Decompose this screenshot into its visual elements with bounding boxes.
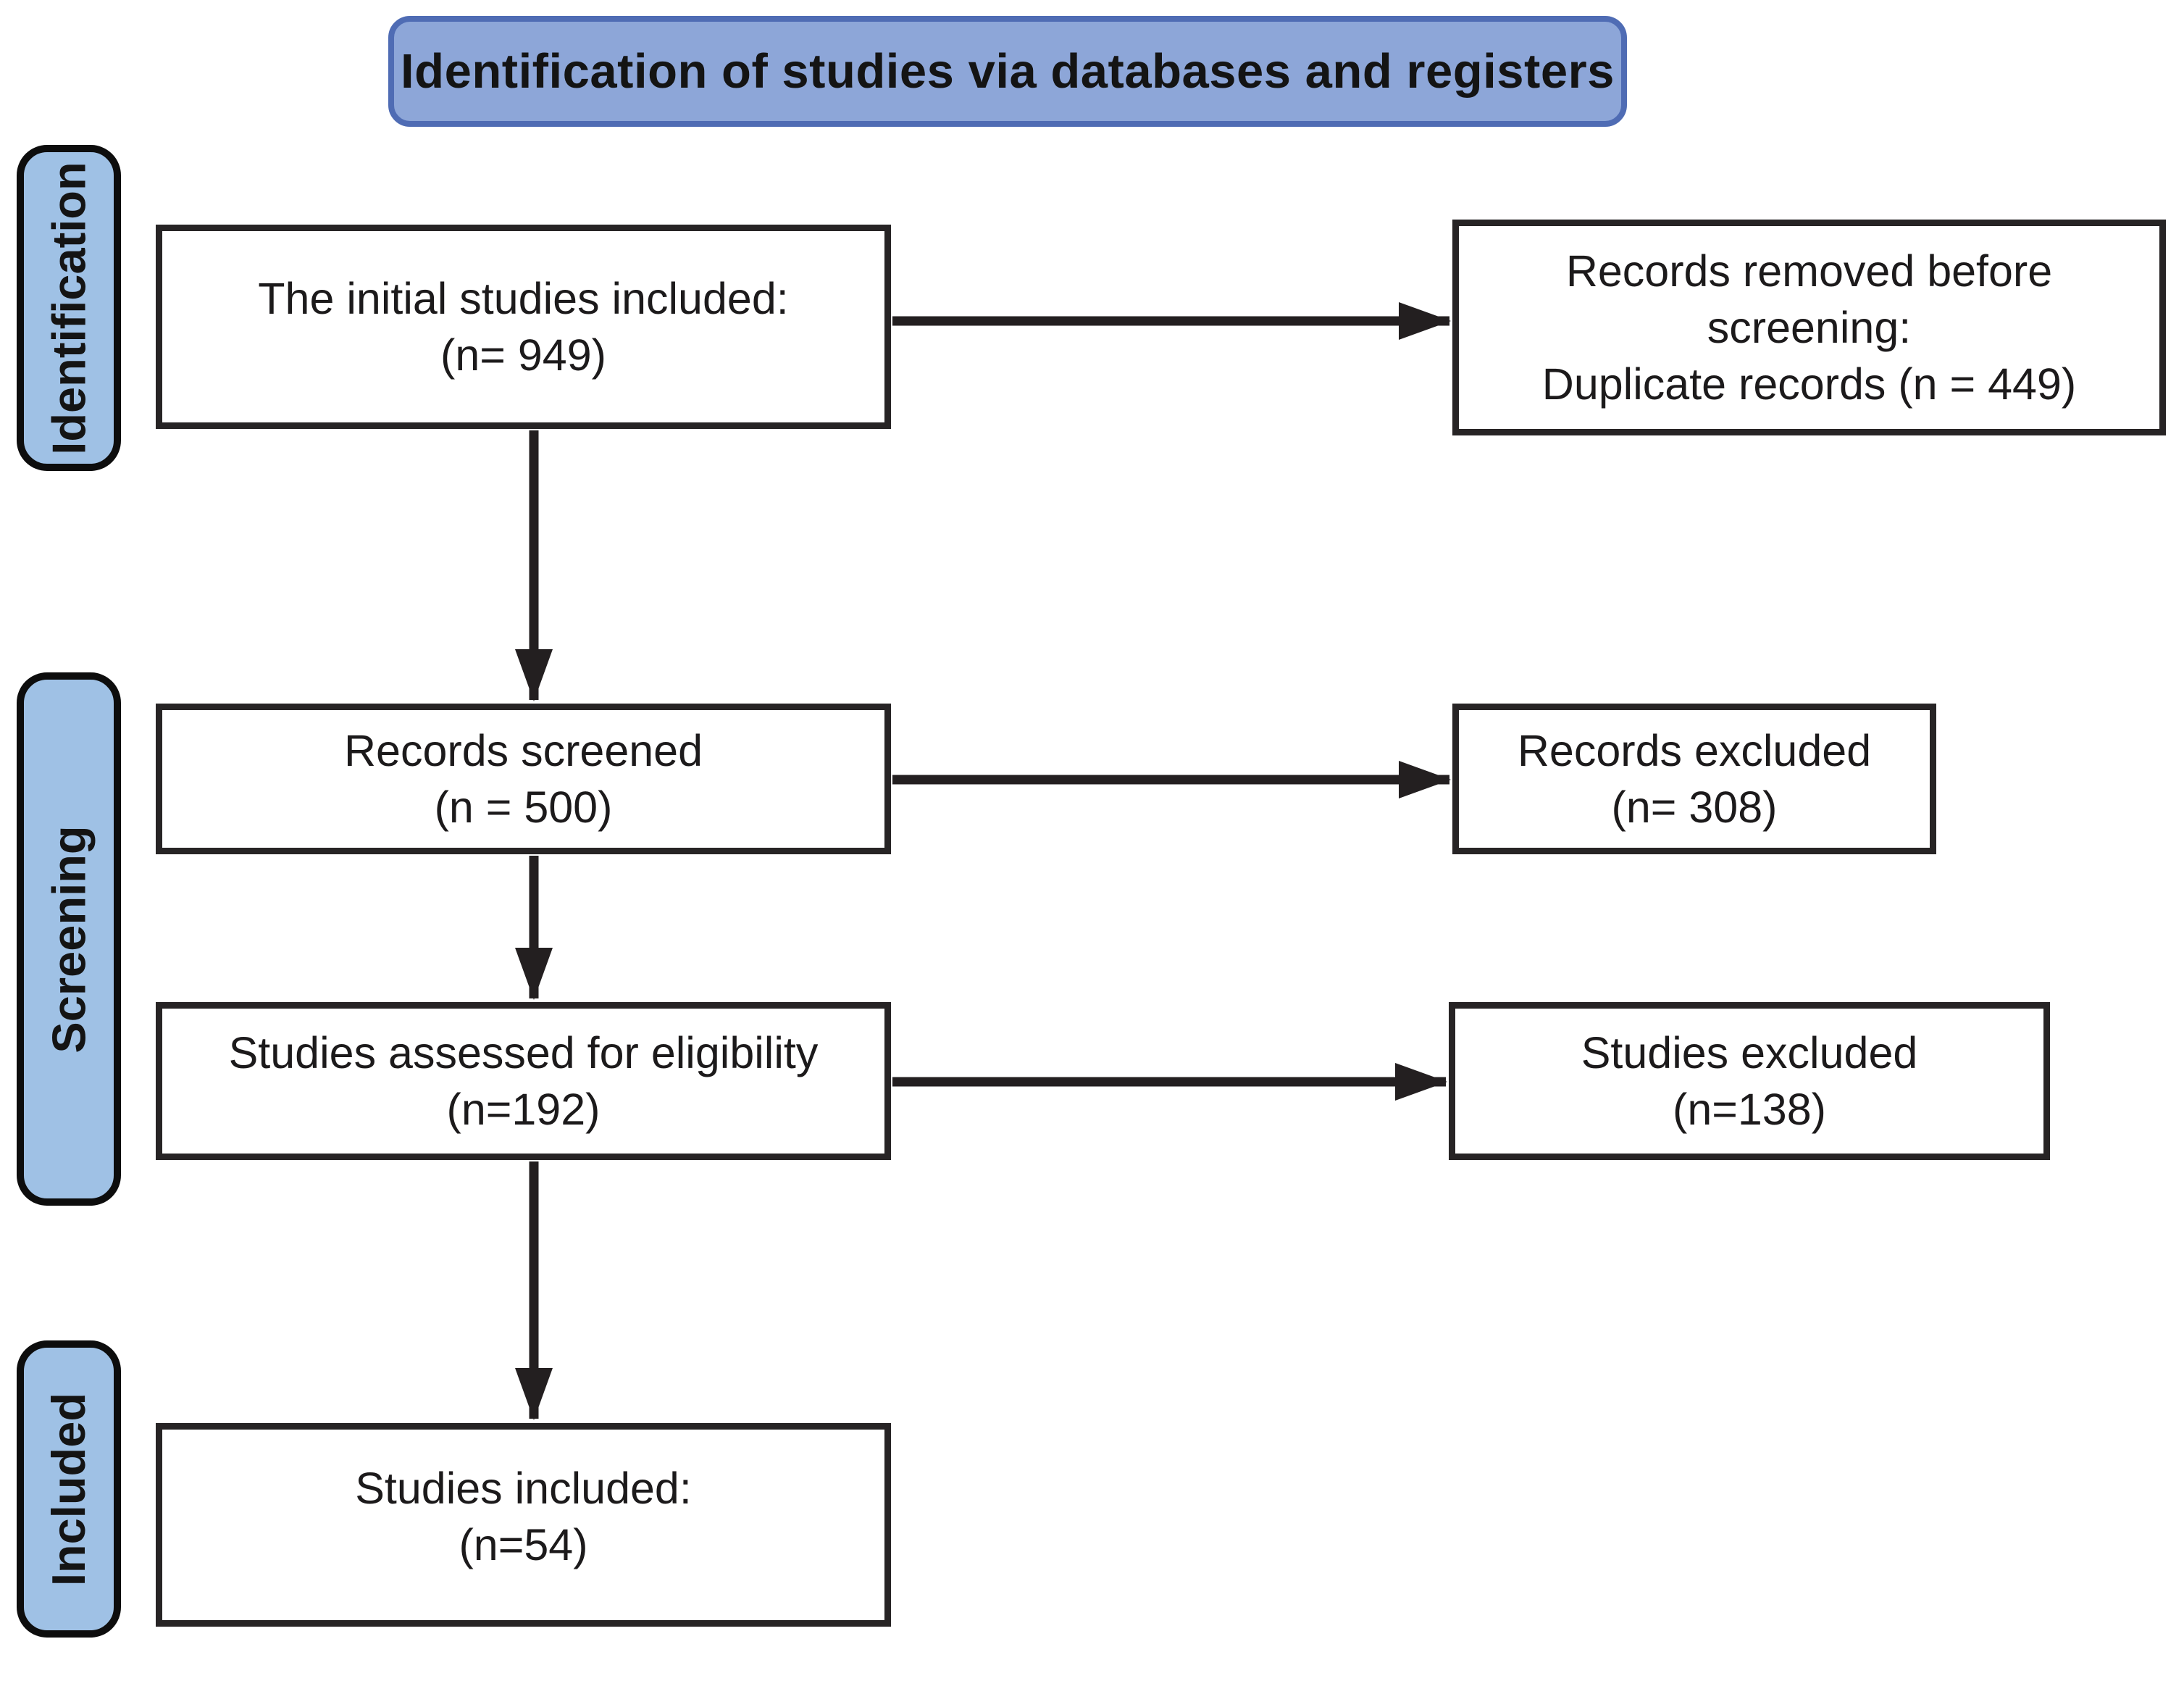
stage-label: Screening [42,825,96,1054]
box-studies-assessed: Studies assessed for eligibility (n=192) [156,1002,891,1160]
box-records-removed: Records removed before screening: Duplic… [1452,220,2166,435]
box-text-line: Studies excluded [1581,1027,1918,1077]
stage-label: Included [42,1392,96,1586]
stage-tab-included: Included [17,1340,121,1638]
box-text-line: Studies included: [355,1464,692,1513]
box-text-line: Records excluded [1517,725,1872,775]
box-studies-excluded: Studies excluded (n=138) [1449,1002,2050,1160]
diagram-title: Identification of studies via databases … [401,44,1615,99]
box-count: (n=138) [1673,1085,1826,1134]
diagram-title-banner: Identification of studies via databases … [388,16,1627,127]
stage-tab-screening: Screening [17,672,121,1206]
box-count: Duplicate records (n = 449) [1541,359,2077,409]
box-initial-studies: The initial studies included: (n= 949) [156,225,891,429]
box-text-line: The initial studies included: [258,273,789,323]
box-records-excluded: Records excluded (n= 308) [1452,704,1936,854]
box-count: (n=192) [446,1085,601,1134]
box-count: (n= 949) [440,330,606,380]
box-count: (n = 500) [434,783,613,832]
box-records-screened: Records screened (n = 500) [156,704,891,854]
stage-label: Identification [42,161,96,455]
box-studies-included: Studies included: (n=54) [156,1423,891,1627]
box-count: (n=54) [459,1520,588,1570]
stage-tab-identification: Identification [17,145,121,471]
box-text-line: Studies assessed for eligibility [228,1027,819,1077]
box-text-line: Records screened [343,725,703,775]
box-count: (n= 308) [1611,783,1778,832]
box-text-line: Records removed before screening: [1565,246,2053,352]
